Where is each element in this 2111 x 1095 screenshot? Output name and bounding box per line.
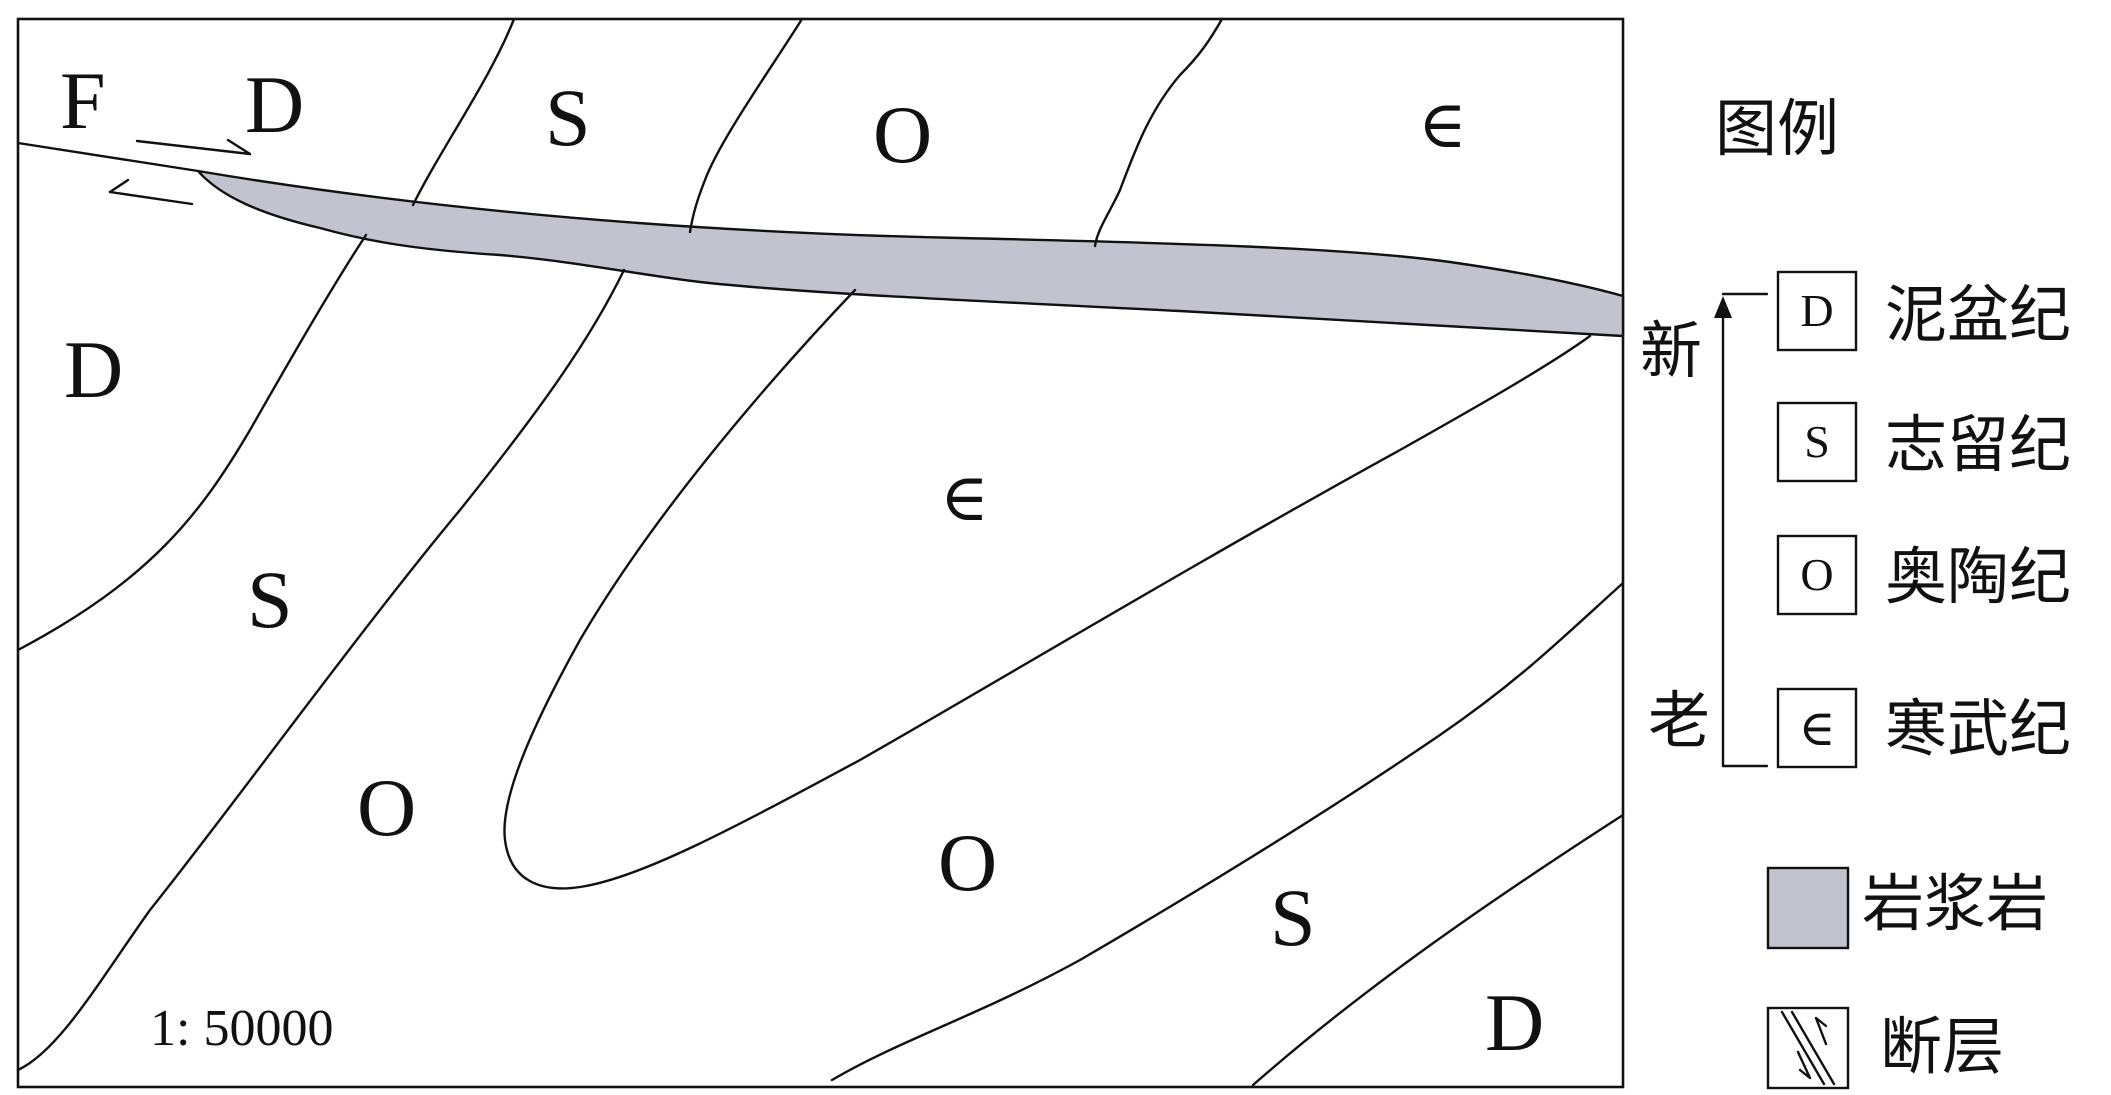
region-label-d-corner: D (1485, 977, 1544, 1068)
legend-symbol: ∈ (1798, 700, 1835, 756)
legend-symbol-box (1776, 270, 1858, 352)
map-frame (16, 17, 1625, 1089)
fault-line (16, 141, 200, 173)
legend-item-magma: 岩浆岩 (1766, 866, 2048, 950)
region-label-s-top: S (545, 72, 591, 163)
fault-arrow-icon (108, 138, 252, 206)
strata-boundaries (16, 17, 1625, 1087)
legend-symbol: O (1800, 549, 1833, 600)
magma-intrusion (196, 169, 1625, 338)
scale-label: 1: 50000 (150, 1000, 333, 1057)
legend-label: 岩浆岩 (1862, 867, 2048, 940)
legend-item-fault: 断层 (1766, 1006, 2004, 1090)
legend-title: 图例 (1715, 92, 1839, 165)
region-label-o-lower: O (938, 817, 997, 908)
region-label-s-left: S (247, 554, 293, 645)
legend-item-ordovician: O 奥陶纪 (1776, 534, 2071, 616)
region-label-d-top: D (245, 59, 304, 150)
age-arrow-icon (1714, 292, 1769, 768)
legend-item-devonian: D 泥盆纪 (1776, 270, 2071, 352)
region-label-cambrian-center: ∈ (940, 462, 989, 535)
magma-swatch (1766, 866, 1850, 950)
legend-label: 奥陶纪 (1885, 540, 2071, 613)
region-label-cambrian-top: ∈ (1418, 89, 1467, 162)
fault-symbol-icon (1780, 1010, 1836, 1086)
region-label-o-top: O (873, 89, 932, 180)
legend-symbol-box (1776, 534, 1858, 616)
legend-item-silurian: S 志留纪 (1776, 401, 2071, 483)
legend-label: 泥盆纪 (1885, 278, 2071, 351)
region-label-s-lower: S (1270, 872, 1316, 963)
legend-item-cambrian: ∈ 寒武纪 (1776, 687, 2071, 769)
legend-symbol: S (1804, 416, 1830, 467)
region-label-d-left: D (64, 324, 123, 415)
age-old-label: 老 (1648, 684, 1710, 757)
legend-label: 志留纪 (1885, 408, 2071, 481)
legend-label: 断层 (1880, 1010, 2004, 1083)
legend-label: 寒武纪 (1885, 692, 2071, 765)
legend-symbol-box (1776, 401, 1858, 483)
legend-symbol-box (1776, 687, 1858, 769)
region-label-o-left: O (357, 762, 416, 853)
age-new-label: 新 (1640, 314, 1702, 387)
legend-symbol: D (1800, 285, 1833, 336)
fault-label: F (60, 55, 106, 146)
